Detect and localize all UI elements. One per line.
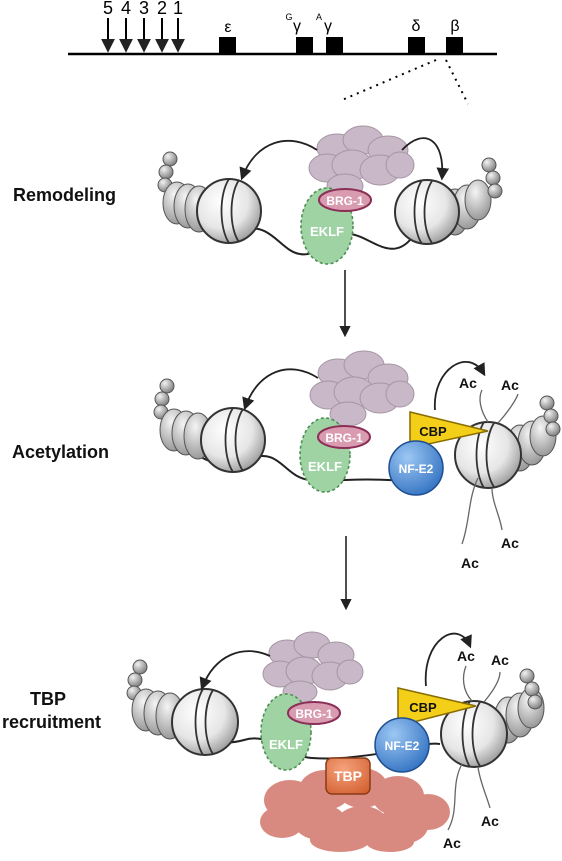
gene-label: γ [324,18,332,35]
cbp-factor [409,411,489,449]
eklf-label: EKLF [310,224,344,239]
remodel-arrow-left [242,368,319,411]
gene-label: β [450,18,459,35]
acetyl-label: Ac [457,648,475,664]
acetyl-label: Ac [461,555,479,571]
cbp-label: CBP [419,424,447,439]
nfe2-label: NF-E2 [399,462,434,476]
zoom-line-right [445,59,469,105]
gene-superscript: A [316,12,322,22]
histone-tail [477,766,491,809]
gene-box-epsilon [219,37,236,54]
nucleosome-right [440,700,508,768]
nucleosome-right [454,421,522,489]
gene-label: γ [293,18,301,35]
step-label-recruitment: recruitment [2,712,102,732]
tbp-factor [325,757,371,795]
gene-box-beta [446,37,463,54]
acetyl-label: Ac [459,375,477,391]
hs-label: 1 [173,0,183,18]
acetyl-label: Ac [501,377,519,393]
brg1-factor [318,188,372,212]
brg1-factor [317,425,371,449]
remodeling-complex [308,125,415,199]
remodel-arrow-right [401,137,450,181]
histone-tail [497,393,519,424]
gene-box-a-gamma [326,37,343,54]
step-label-acetylation: Acetylation [12,442,110,462]
histone-tail [461,477,479,545]
hs-site-arrows [101,18,185,53]
nfe2-factor [374,717,430,773]
brg1-label: BRG-1 [326,194,364,208]
zoom-line-left [341,59,437,101]
gene-superscript: G [285,12,292,22]
histone-tail [462,665,473,702]
cbp-factor [397,687,477,727]
nucleosome-left [171,688,239,756]
brg1-label: BRG-1 [325,431,363,445]
acetyl-label: Ac [481,813,499,829]
histone-tail [447,763,463,831]
acetylation-arrow [424,632,472,687]
panel-remodeling: EKLF BRG-1 [157,125,503,265]
nucleosome-left [196,178,262,244]
gene-box-g-gamma [296,37,313,54]
acetyl-label: Ac [501,535,519,551]
acetyl-label: Ac [491,652,509,668]
remodel-arrow-left [199,650,271,691]
gene-label: ε [224,19,231,36]
tbp-label: TBP [334,768,362,784]
step-label-remodeling: Remodeling [13,185,117,205]
locus-map: 5 4 3 2 1 ε G γ A γ δ β [68,0,497,105]
remodeling-complex [309,350,415,427]
brg1-factor [287,701,341,725]
remodeling-complex [262,631,364,704]
histone-tail [491,487,503,531]
panel-acetylation: EKLF BRG-1 CBP NF-E2 Ac Ac Ac Ac [153,350,561,571]
histone-tail [479,389,489,423]
panel-tbp-recruitment: EKLF BRG-1 TBP CBP NF-E2 Ac Ac Ac Ac [126,631,545,852]
remodel-arrow-left [239,139,318,181]
eklf-label: EKLF [308,459,342,474]
acetylation-arrow [434,361,486,411]
step-label-tbp: TBP [30,689,66,709]
nucleosome-right [394,179,460,245]
gene-box-delta [408,37,425,54]
nfe2-label: NF-E2 [385,739,420,753]
transcription-machinery [260,768,450,852]
hs-label: 2 [157,0,167,18]
cbp-label: CBP [409,700,437,715]
nfe2-factor [388,440,444,496]
hs-label: 3 [139,0,149,18]
eklf-label: EKLF [269,737,303,752]
hs-label: 5 [103,0,113,18]
hs-label: 4 [121,0,131,18]
gene-label: δ [412,18,421,35]
brg1-label: BRG-1 [295,707,333,721]
acetyl-label: Ac [443,835,461,851]
histone-tail [483,671,501,703]
nucleosome-left [200,407,266,473]
